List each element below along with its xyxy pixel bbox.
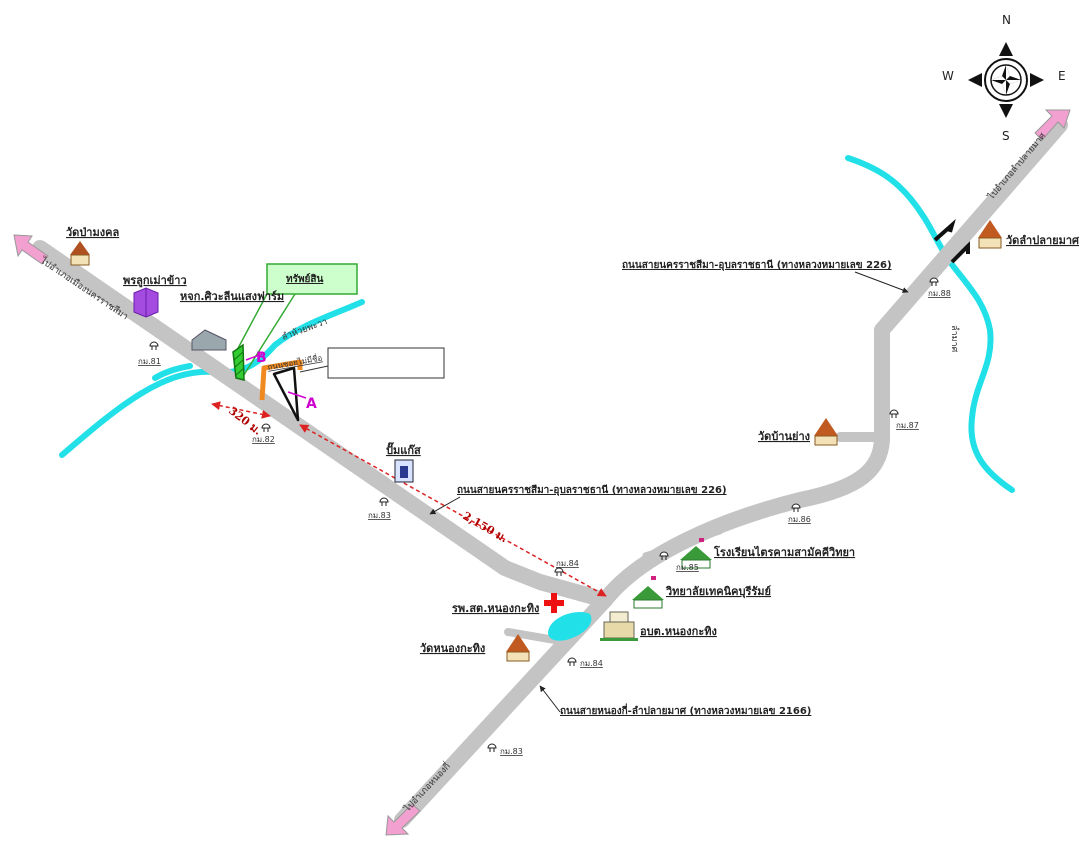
direction-label-nong-ki: ไปอำเภอหนองกี่	[400, 760, 453, 815]
svg-text:กม.83: กม.83	[368, 511, 391, 520]
direction-arrow-korat-icon	[13, 234, 49, 265]
roads	[32, 117, 1068, 828]
svg-text:กม.81: กม.81	[138, 357, 161, 366]
svg-text:กม.86: กม.86	[788, 515, 811, 524]
direction-arrow-lam-plai-mat-icon	[1034, 109, 1071, 141]
svg-text:กม.82: กม.82	[252, 435, 275, 444]
school-icon	[680, 538, 712, 569]
river-label-right: ลำมาศ	[949, 325, 960, 353]
marker-b: B	[256, 350, 267, 366]
compass-s: S	[1002, 129, 1010, 143]
compass-w: W	[942, 69, 954, 83]
km-marker-k81: กม.81	[138, 341, 161, 366]
km-marker-k82: กม.82	[252, 423, 275, 444]
government-office-icon	[600, 611, 638, 641]
road-label-2166: ถนนสายหนองกี่-ลำปลายมาศ (ทางหลวงหมายเลข …	[560, 703, 811, 717]
school-icon	[632, 576, 664, 609]
km-marker-k83b: กม.83	[487, 743, 523, 756]
marker-a: A	[306, 396, 317, 412]
place-school: โรงเรียนไตรคามสามัคคีวิทยา	[713, 545, 855, 559]
place-wat-nong-kathing: วัดหนองกะทิง	[420, 642, 485, 655]
property-label: ทรัพย์สิน	[286, 273, 324, 285]
place-farm-shop: หจก.ศิวะลีนแสงฟาร์ม	[180, 290, 284, 303]
road-label-226-upper: ถนนสายนครราชสีมา-อุบลราชธานี (ทางหลวงหมา…	[622, 259, 892, 271]
factory-icon	[191, 329, 227, 351]
svg-text:กม.87: กม.87	[896, 421, 919, 430]
property-callout: ทรัพย์สิน	[235, 263, 358, 379]
place-tambon-office: อบต.หนองกะทิง	[640, 625, 717, 638]
svg-text:กม.83: กม.83	[500, 747, 523, 756]
spur-school	[642, 529, 723, 558]
place-wat-ban-yang: วัดบ้านย่าง	[758, 430, 810, 443]
svg-text:กม.84: กม.84	[556, 559, 579, 568]
place-rice-warehouse: พรลูกเม่าข้าว	[123, 274, 187, 288]
svg-text:กม.84: กม.84	[580, 659, 603, 668]
direction-arrow-nong-ki-icon	[385, 803, 421, 836]
km-marker-k86: กม.86	[788, 503, 811, 524]
km-marker-k84b: กม.84	[567, 657, 603, 668]
road-label-226-lower: ถนนสายนครราชสีมา-อุบลราชธานี (ทางหลวงหมา…	[457, 484, 727, 496]
place-wat-lam-plai-mat: วัดลำปลายมาศ	[1006, 234, 1080, 247]
svg-text:กม.88: กม.88	[928, 289, 951, 298]
compass-n: N	[1002, 13, 1011, 27]
km-marker-k87: กม.87	[889, 409, 919, 430]
highway-226-east	[597, 117, 1068, 608]
place-tech-college: วิทยาลัยเทคนิคบุรีรัมย์	[665, 585, 771, 599]
km-marker-k84a: กม.84	[554, 559, 579, 576]
km-marker-k85: กม.85	[659, 551, 699, 572]
spur-wat-nong-kathing	[504, 628, 559, 644]
river-label-left: ลำห้วยพะวา	[280, 316, 329, 343]
river-right	[845, 155, 1015, 493]
place-wat-pa-mong: วัดป่ามงคล	[66, 226, 119, 239]
svg-text:กม.85: กม.85	[676, 563, 699, 572]
km-marker-k83: กม.83	[368, 497, 391, 520]
direction-label-lam-plai-mat: ไปอำเภอลำปลายมาศ	[985, 130, 1048, 202]
temple-icon	[978, 220, 1002, 249]
pond	[548, 612, 592, 641]
place-hospital: รพ.สต.หนองกะทิง	[452, 602, 539, 615]
bridge-icon	[933, 218, 970, 264]
temple-icon	[70, 241, 90, 266]
temple-icon	[814, 418, 838, 446]
place-gas-station: ปั๊มแก๊ส	[386, 442, 421, 457]
temple-icon	[506, 634, 530, 662]
empty-callout-box	[327, 347, 445, 379]
parcel-b	[232, 343, 245, 381]
compass-rose-icon: N S E W	[942, 13, 1066, 143]
hospital-cross-icon	[544, 593, 564, 613]
highway-226-west	[32, 240, 613, 608]
km-marker-k88: กม.88	[928, 277, 951, 298]
compass-e: E	[1058, 69, 1066, 83]
distance-320: 320 ม.	[226, 404, 264, 438]
warehouse-icon	[133, 287, 159, 318]
gas-station-icon	[394, 459, 414, 483]
